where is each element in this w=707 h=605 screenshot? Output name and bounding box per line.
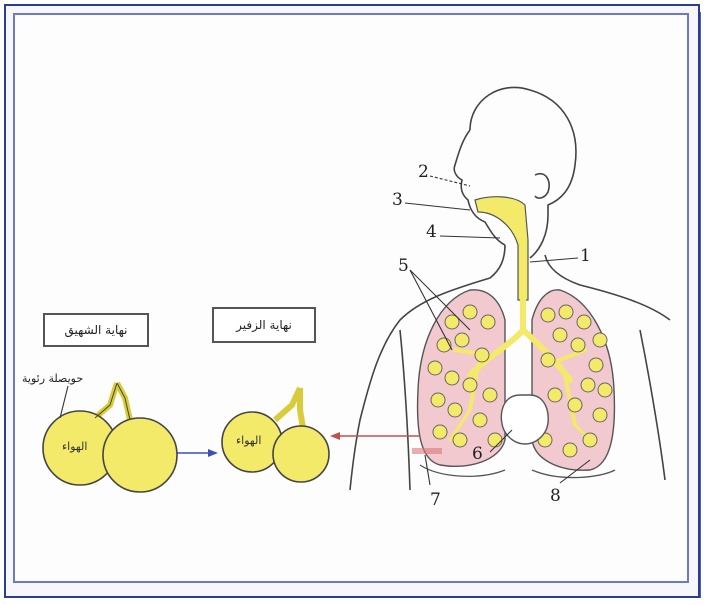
- alveolus-circle: [463, 305, 477, 319]
- airway: [475, 197, 528, 300]
- alveolus-circle: [453, 433, 467, 447]
- alveolus-circle: [481, 315, 495, 329]
- label-number-8: 8: [550, 486, 561, 506]
- alveolus-circle: [553, 328, 567, 342]
- label-number-2: 2: [418, 162, 429, 182]
- alveolus-circle: [483, 388, 497, 402]
- alveolus-circle: [428, 361, 442, 375]
- alveolus-circle: [541, 308, 555, 322]
- alveolus-circle: [593, 333, 607, 347]
- alveolus-circle: [488, 433, 502, 447]
- label-number-1: 1: [580, 246, 591, 266]
- alveolus-circle: [433, 425, 447, 439]
- inhale-end-label: نهاية الشهيق: [65, 323, 128, 337]
- alveolus-circle: [559, 305, 573, 319]
- alveolus-circle: [431, 393, 445, 407]
- label-number-7: 7: [430, 490, 441, 510]
- alveolus-circle: [455, 333, 469, 347]
- alveolus-circle: [563, 443, 577, 457]
- alveolus-circle: [571, 338, 585, 352]
- exhale-end-box: نهاية الزفير: [212, 307, 316, 343]
- label-number-4: 4: [426, 222, 437, 242]
- alveolus-circle: [583, 433, 597, 447]
- alveolus-circle: [548, 388, 562, 402]
- alveolus-circle: [568, 398, 582, 412]
- alveolus-circle: [473, 413, 487, 427]
- alveolus-circle: [475, 348, 489, 362]
- alveolus-left-inhale: [43, 383, 177, 492]
- inhale-end-box: نهاية الشهيق: [43, 313, 149, 347]
- alveolus-circle: [593, 408, 607, 422]
- alveolus-circle: [577, 315, 591, 329]
- label-number-6: 6: [472, 444, 483, 464]
- alveolus-circle: [598, 383, 612, 397]
- air-label-right: الهواء: [236, 434, 261, 447]
- label-number-5: 5: [398, 256, 409, 276]
- alveolus-circle: [448, 403, 462, 417]
- exhale-end-label: نهاية الزفير: [236, 318, 292, 332]
- alveolus-circle: [463, 378, 477, 392]
- alveolus-circle: [445, 371, 459, 385]
- alveolus-circle: [589, 358, 603, 372]
- alveolus-circle: [581, 378, 595, 392]
- heart-shape: [501, 395, 548, 444]
- alveolus-circle: [541, 353, 555, 367]
- label-number-3: 3: [392, 190, 403, 210]
- alveolus-label: حويصلة رئوية: [22, 372, 83, 385]
- air-label-left: الهواء: [62, 440, 87, 453]
